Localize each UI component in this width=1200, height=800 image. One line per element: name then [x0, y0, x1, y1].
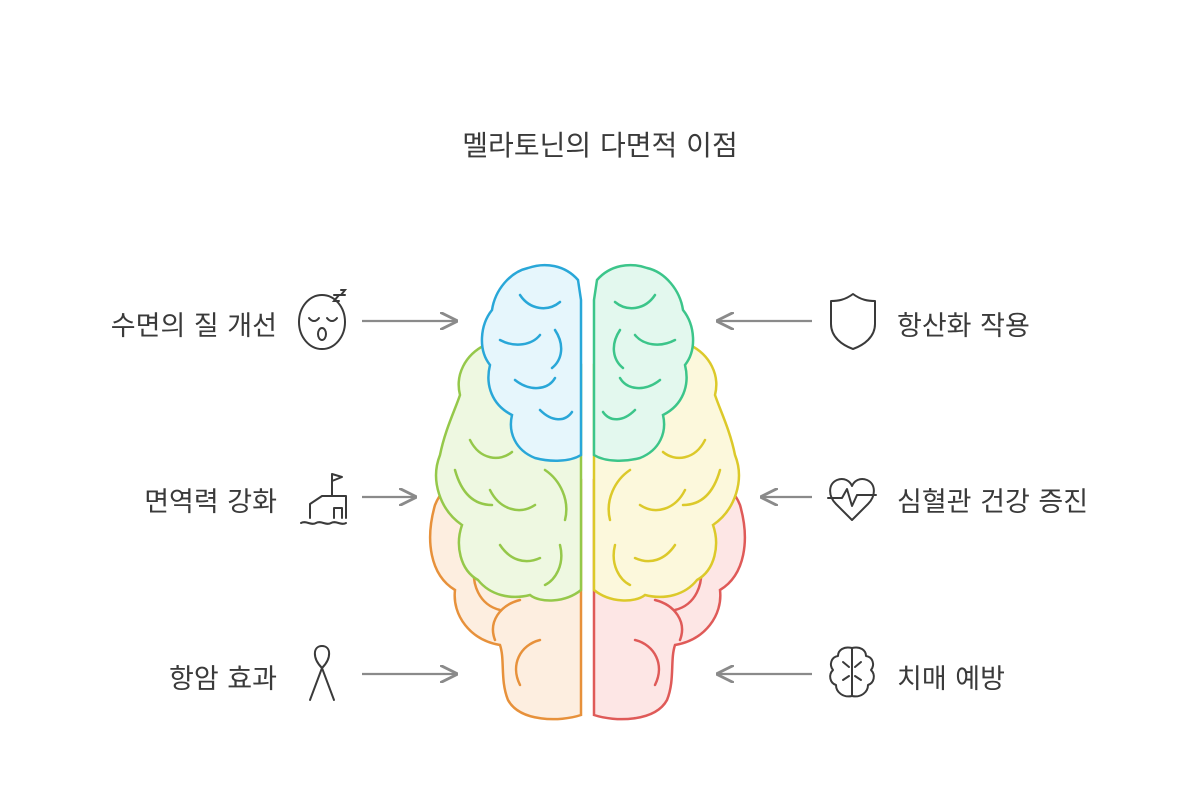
- label-anticancer: 항암 효과: [169, 664, 277, 695]
- label-dementia-prevention: 치매 예방: [897, 664, 1005, 695]
- lobe-green: [592, 263, 695, 462]
- brain-icon: [829, 646, 875, 698]
- lobe-blue: [480, 263, 583, 462]
- diagram-title: 멜라토닌의 다면적 이점: [462, 129, 738, 162]
- label-cardiovascular: 심혈관 건강 증진: [897, 487, 1089, 518]
- right-hemisphere: [592, 263, 746, 721]
- label-immunity: 면역력 강화: [144, 487, 277, 518]
- sleeping-face-icon: [298, 289, 348, 350]
- fortress-icon: [300, 473, 347, 525]
- label-sleep-quality: 수면의 질 개선: [110, 311, 277, 342]
- awareness-ribbon-icon: [309, 645, 335, 701]
- label-antioxidant: 항산화 작용: [897, 311, 1030, 342]
- shield-icon: [830, 293, 876, 350]
- heartbeat-icon: [827, 477, 877, 521]
- left-hemisphere: [429, 263, 583, 721]
